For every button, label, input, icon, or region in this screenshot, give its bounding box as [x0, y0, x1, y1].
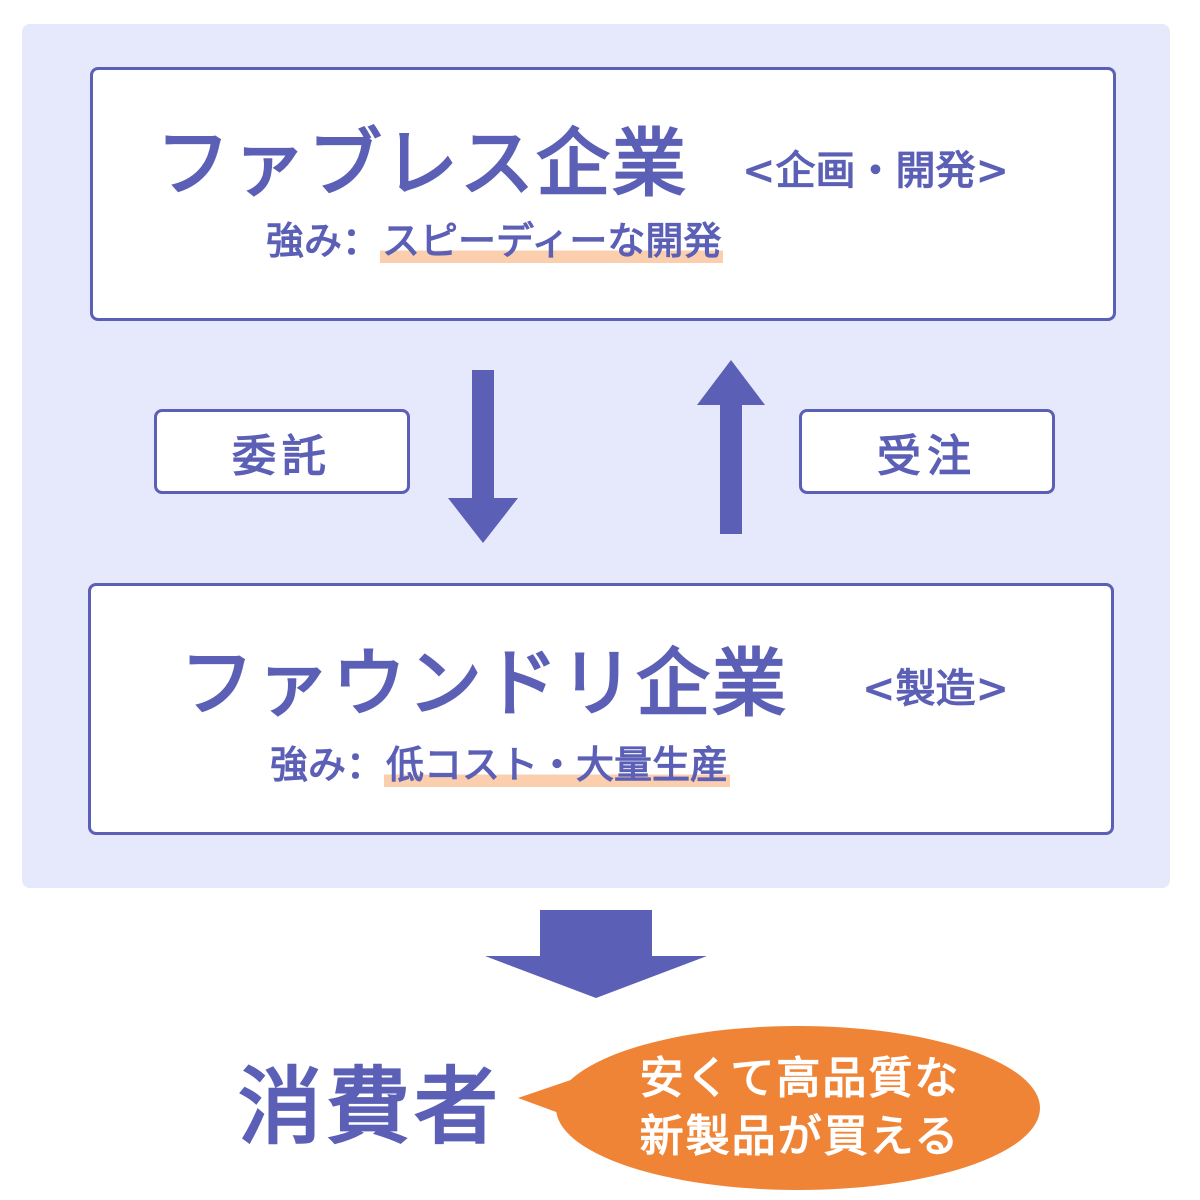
- foundry-role: <製造>: [862, 666, 1010, 712]
- foundry-company-box: [88, 583, 1114, 835]
- foundry-strength-value: 低コスト・大量生産: [384, 743, 731, 787]
- up-arrow-icon: [697, 360, 765, 534]
- down-arrow-icon: [448, 370, 518, 543]
- fabless-title: ファブレス企業: [156, 121, 688, 207]
- fabless-role: <企画・開発>: [742, 148, 1010, 194]
- outsourcing-tag: 委託: [154, 409, 410, 494]
- order-receipt-label: 受注: [877, 430, 977, 482]
- foundry-title: ファウンドリ企業: [180, 641, 788, 727]
- fabless-strength-value: スピーディーな開発: [380, 219, 724, 263]
- consumer-benefit: 安くて高品質な 新製品が買える: [560, 1028, 1040, 1188]
- benefit-line-1: 安くて高品質な: [639, 1053, 961, 1104]
- big-down-arrow-icon: [485, 910, 707, 998]
- consumer-label: 消費者: [238, 1058, 503, 1156]
- foundry-strength: 強み：低コスト・大量生産: [270, 734, 731, 789]
- foundry-strength-label: 強み：: [270, 743, 385, 787]
- outsourcing-label: 委託: [232, 430, 332, 482]
- order-receipt-tag: 受注: [799, 409, 1055, 494]
- speech-bubble-icon: [518, 1026, 1040, 1190]
- fabless-strength: 強み：スピーディーな開発: [266, 210, 724, 265]
- fabless-strength-label: 強み：: [266, 219, 381, 263]
- benefit-line-2: 新製品が買える: [639, 1111, 961, 1162]
- fabless-company-box: [90, 67, 1116, 321]
